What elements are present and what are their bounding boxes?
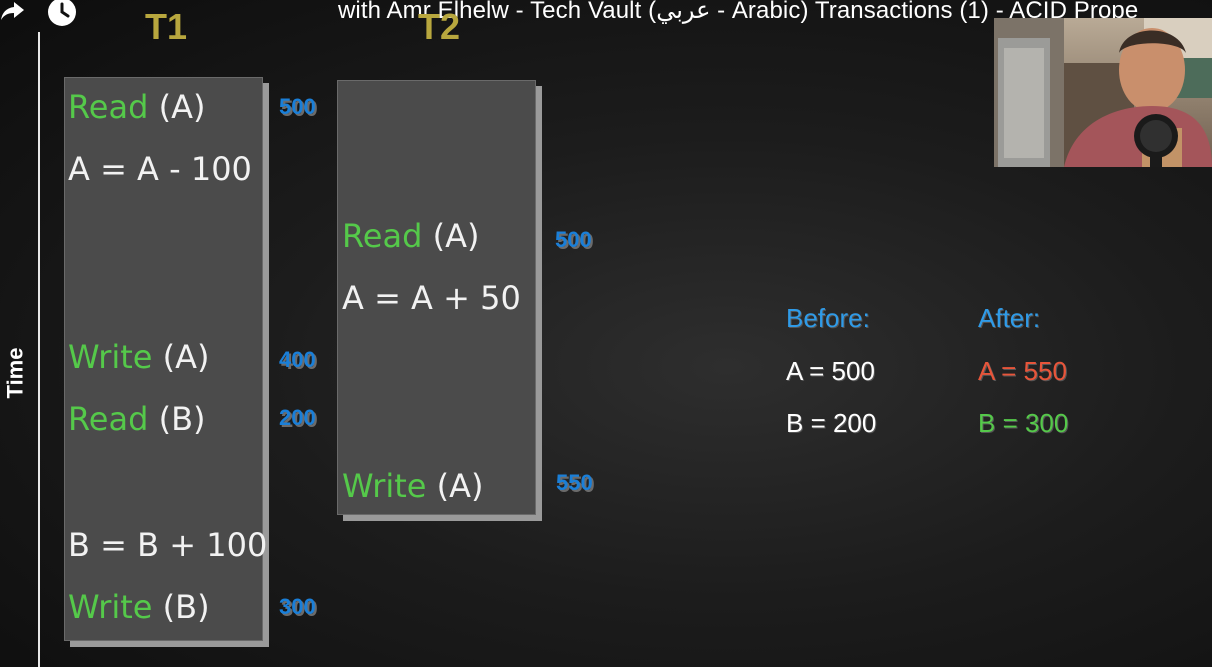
t1-value-write-a: 400 [279,347,316,372]
t2-op-write-a: Write (A) [342,467,484,505]
t2-stmt-a-plus: A = A + 50 [342,279,521,317]
time-axis-line [38,32,40,667]
before-b-value: B = 200 [786,408,877,438]
clock-icon[interactable] [46,0,78,28]
op-arg: (A) [148,88,206,126]
op-arg: (A) [152,338,210,376]
t1-op-write-b: Write (B) [68,588,210,626]
op-arg: (A) [422,217,480,255]
after-label: After: [978,303,1041,333]
t1-op-write-a: Write (A) [68,338,210,376]
t1-value-read-a: 500 [279,94,316,119]
t1-value-read-b: 200 [279,405,316,430]
video-title[interactable]: with Amr Elhelw - Tech Vault (عربي - Ara… [338,0,1139,24]
webcam-video-overlay [994,18,1212,167]
before-a-value: A = 500 [786,356,875,386]
t2-value-read-a: 500 [555,227,592,252]
t2-transaction-box [337,80,536,515]
op-arg: (B) [152,588,210,626]
t1-op-read-a: Read (A) [68,88,205,126]
t1-stmt-a-minus: A = A - 100 [68,150,252,188]
op-verb: Write [342,467,427,505]
after-a-value: A = 550 [978,356,1067,386]
t1-header: T1 [145,6,188,47]
op-verb: Read [68,88,149,126]
t1-op-read-b: Read (B) [68,400,206,438]
before-label: Before: [786,303,870,333]
t2-value-write-a: 550 [556,470,593,495]
t1-stmt-b-plus: B = B + 100 [68,526,268,564]
share-icon[interactable] [0,0,26,24]
op-verb: Write [68,588,153,626]
t2-header: T2 [418,6,461,47]
op-verb: Write [68,338,153,376]
op-arg: (A) [426,467,484,505]
after-b-value: B = 300 [978,408,1069,438]
op-verb: Read [68,400,149,438]
t1-value-write-b: 300 [279,594,316,619]
op-arg: (B) [148,400,206,438]
t1-transaction-box [64,77,263,641]
presenter-picture [994,18,1212,167]
time-axis-label: Time [2,347,28,399]
op-verb: Read [342,217,423,255]
t2-op-read-a: Read (A) [342,217,479,255]
